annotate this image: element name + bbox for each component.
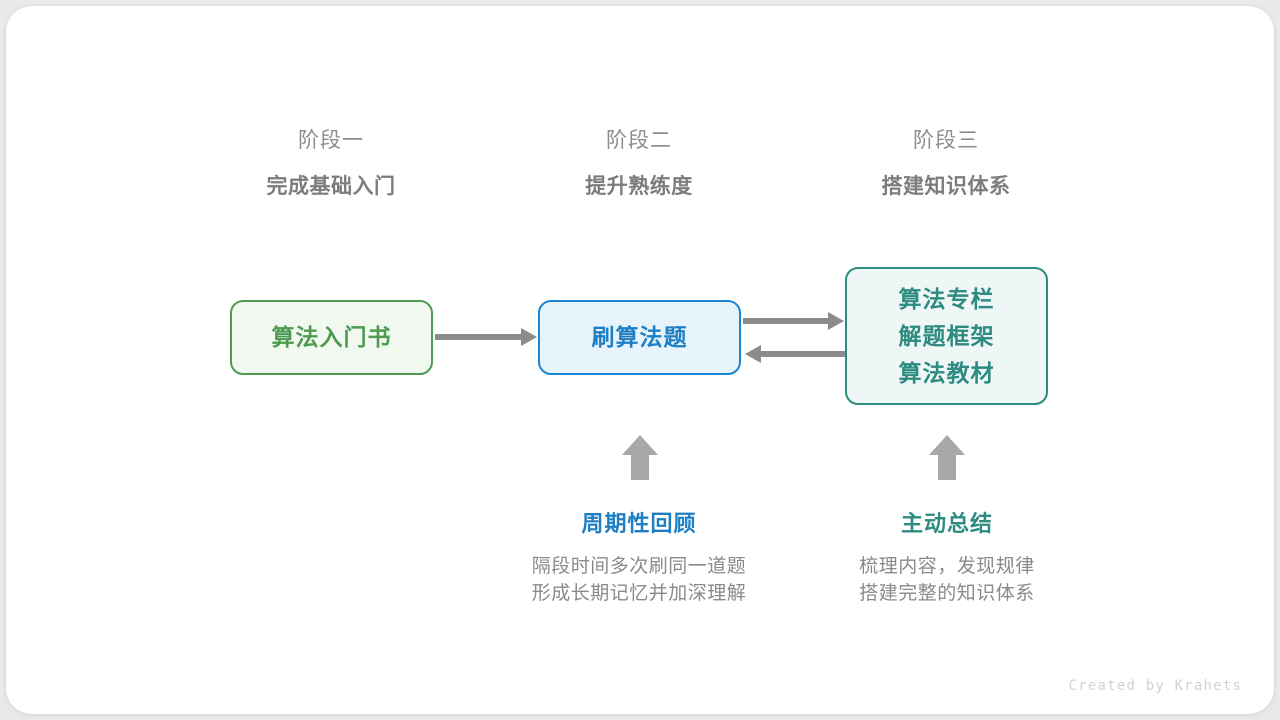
note-review-description: 隔段时间多次刷同一道题 形成长期记忆并加深理解 bbox=[489, 553, 789, 607]
node-resources-line-1: 算法专栏 bbox=[898, 285, 995, 312]
node-practice-problems[interactable]: 刷算法题 bbox=[538, 300, 741, 375]
node-resources-line-3: 算法教材 bbox=[898, 359, 995, 386]
note-active-summary: 主动总结 梳理内容，发现规律 搭建完整的知识体系 bbox=[797, 508, 1097, 607]
arrow-left-icon-resources-to-practice bbox=[745, 345, 845, 363]
arrow-right-icon-book-to-practice bbox=[435, 328, 537, 346]
stage-2-label: 阶段二 bbox=[606, 129, 672, 152]
arrow-up-icon-summary bbox=[929, 435, 965, 480]
stage-column-3: 阶段三 搭建知识体系 bbox=[816, 126, 1076, 202]
note-summary-desc-line-1: 梳理内容，发现规律 bbox=[859, 556, 1035, 577]
note-review-desc-line-2: 形成长期记忆并加深理解 bbox=[531, 583, 747, 604]
note-summary-desc-line-2: 搭建完整的知识体系 bbox=[859, 583, 1035, 604]
stage-3-label: 阶段三 bbox=[913, 129, 979, 152]
note-summary-title: 主动总结 bbox=[900, 511, 993, 536]
node-algorithm-intro-book[interactable]: 算法入门书 bbox=[230, 300, 433, 375]
stage-column-1: 阶段一 完成基础入门 bbox=[201, 126, 461, 202]
node-practice-line-1: 刷算法题 bbox=[591, 324, 688, 350]
node-book-line-1: 算法入门书 bbox=[271, 324, 392, 350]
arrow-up-icon-review bbox=[622, 435, 658, 480]
arrow-right-icon-practice-to-resources bbox=[743, 312, 844, 330]
note-review-desc-line-1: 隔段时间多次刷同一道题 bbox=[531, 556, 747, 577]
note-summary-description: 梳理内容，发现规律 搭建完整的知识体系 bbox=[797, 553, 1097, 607]
node-resources-line-2: 解题框架 bbox=[898, 322, 995, 349]
note-review-title: 周期性回顾 bbox=[581, 511, 697, 536]
stage-column-2: 阶段二 提升熟练度 bbox=[509, 126, 769, 202]
node-knowledge-resources[interactable]: 算法专栏 解题框架 算法教材 bbox=[845, 267, 1048, 405]
note-periodic-review: 周期性回顾 隔段时间多次刷同一道题 形成长期记忆并加深理解 bbox=[489, 508, 789, 607]
stage-3-title: 搭建知识体系 bbox=[881, 175, 1011, 198]
stage-1-label: 阶段一 bbox=[298, 129, 364, 152]
watermark-credit: Created by Krahets bbox=[1068, 678, 1242, 694]
stage-1-title: 完成基础入门 bbox=[266, 175, 396, 198]
stage-2-title: 提升熟练度 bbox=[585, 175, 693, 198]
